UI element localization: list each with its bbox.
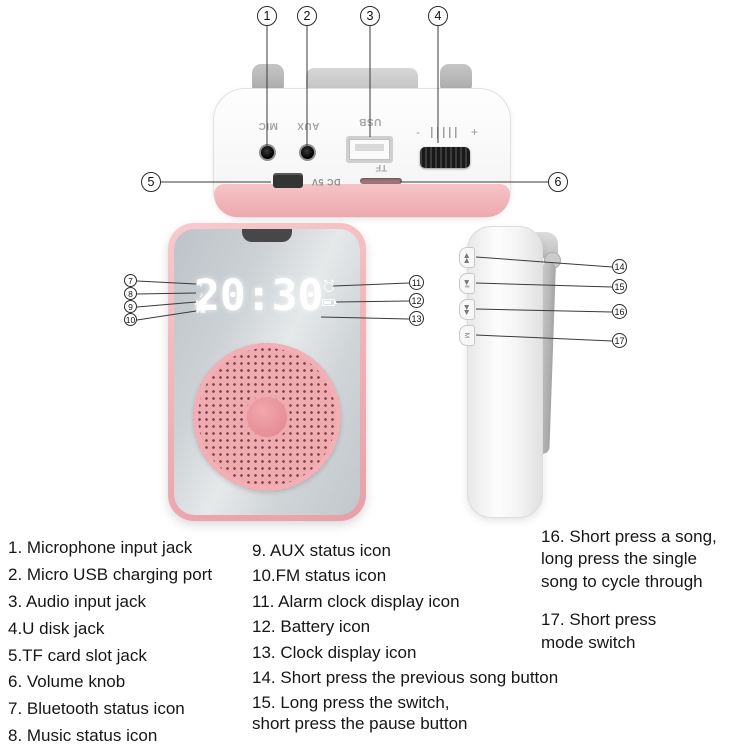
mic-jack (259, 144, 276, 161)
callout-3: 3 (360, 6, 380, 26)
legend-item-12: 12. Battery icon (252, 617, 371, 637)
plus-label: + (470, 125, 478, 139)
alarm-clock-icon (324, 282, 334, 292)
previous-song-button: ◀◀ (459, 247, 475, 268)
bluetooth-status-icon: ᛒ (198, 279, 204, 288)
usb-label: USB (358, 116, 382, 127)
volume-marks: - + (416, 125, 478, 139)
status-icon-stack: ᛒ ♪ AUX FM (192, 279, 210, 315)
volume-knob (420, 147, 470, 168)
clock-display: 20:30 (194, 271, 324, 321)
legend-item-14: 14. Short press the previous song button (252, 667, 559, 687)
micro-usb-port (273, 173, 303, 188)
speaker-grille (193, 343, 341, 491)
legend-item-15: 15. Long press the switch, short press t… (252, 693, 468, 733)
legend-item-5: 5.TF card slot jack (8, 645, 147, 665)
usb-tongue (355, 144, 384, 151)
play-pause-icon: ▶‖ (463, 279, 470, 288)
battery-icon (322, 299, 337, 306)
callout-13: 13 (409, 311, 424, 326)
callout-14: 14 (612, 259, 627, 274)
legend-column-3: 16. Short press a song, long press the s… (541, 526, 746, 661)
legend-item-8: 8. Music status icon (8, 726, 158, 746)
top-view: MIC AUX USB - + DC 5V TF (213, 88, 511, 218)
front-view: ᛒ ♪ AUX FM 20:30 (168, 223, 366, 521)
mirror-face: ᛒ ♪ AUX FM 20:30 (174, 229, 360, 515)
aux-label: AUX (296, 120, 320, 131)
legend-item-3: 3. Audio input jack (8, 591, 146, 611)
legend-item-6: 6. Volume knob (8, 672, 126, 692)
previous-icon: ◀◀ (463, 252, 470, 263)
fm-status-icon: FM (196, 309, 206, 315)
music-status-icon: ♪ (199, 290, 203, 299)
callout-8: 8 (124, 287, 137, 300)
callout-11: 11 (409, 275, 424, 290)
play-pause-button: ▶‖ (459, 273, 475, 294)
tf-card-slot (360, 178, 402, 184)
top-pink-band (214, 184, 510, 217)
legend-item-4: 4.U disk jack (8, 618, 105, 638)
next-icon: ▶▶ (463, 304, 470, 315)
callout-9: 9 (124, 300, 137, 313)
aux-status-icon: AUX (194, 301, 208, 307)
callout-5: 5 (141, 172, 161, 192)
callout-12: 12 (409, 293, 424, 308)
aux-jack (299, 144, 316, 161)
volume-ridges (431, 126, 460, 138)
callout-4: 4 (428, 6, 448, 26)
legend-item-7: 7. Bluetooth status icon (8, 699, 185, 719)
usb-port (346, 136, 393, 163)
dc5v-label: DC 5V (311, 177, 341, 187)
legend-item-9: 9. AUX status icon (252, 541, 391, 560)
legend-item-10: 10.FM status icon (252, 566, 387, 586)
legend-column-2: 9. AUX status icon 10.FM status icon 11.… (252, 541, 592, 739)
tf-label: TF (375, 163, 387, 173)
mic-label: MIC (258, 120, 278, 131)
callout-6: 6 (548, 172, 568, 192)
speaker-center-cap (247, 397, 287, 437)
notch (242, 229, 292, 242)
callout-10: 10 (124, 313, 137, 326)
callout-17: 17 (612, 333, 627, 348)
mode-icon: M (463, 332, 471, 339)
legend-item-16: 16. Short press a song, long press the s… (541, 527, 717, 591)
side-view: ◀◀ ▶‖ ▶▶ M (459, 226, 543, 518)
legend-item-17: 17. Short press mode switch (541, 610, 657, 652)
callout-2: 2 (297, 6, 317, 26)
callout-16: 16 (612, 304, 627, 319)
mode-button: M (459, 325, 475, 346)
legend-column-1: 1. Microphone input jack 2. Micro USB ch… (8, 538, 253, 750)
callout-1: 1 (257, 6, 277, 26)
usb-port-inner (349, 139, 390, 160)
callout-7: 7 (124, 274, 137, 287)
minus-label: - (416, 125, 420, 139)
legend-item-1: 1. Microphone input jack (8, 538, 193, 557)
legend-item-2: 2. Micro USB charging port (8, 564, 213, 584)
legend-item-11: 11. Alarm clock display icon (252, 591, 460, 611)
next-song-button: ▶▶ (459, 299, 475, 320)
legend-item-13: 13. Clock display icon (252, 642, 417, 662)
callout-15: 15 (612, 279, 627, 294)
